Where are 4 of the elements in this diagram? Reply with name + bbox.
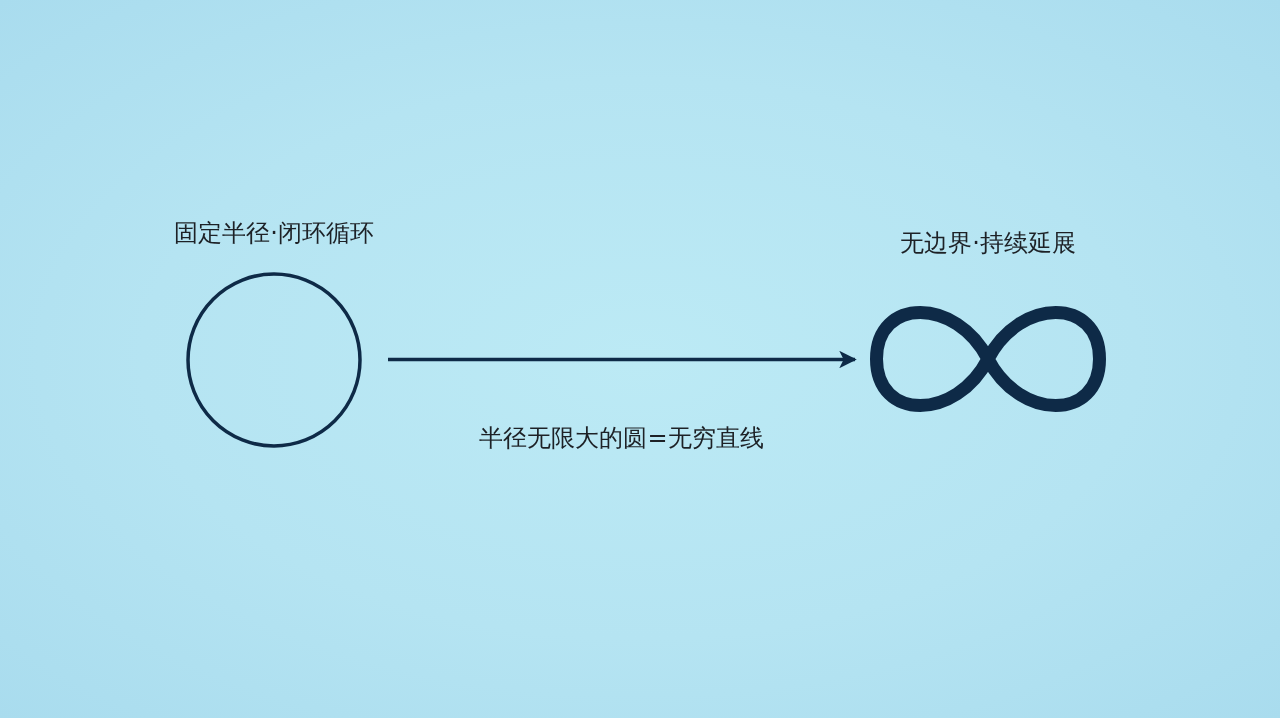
edge-label: 半径无限大的圆=无穷直线	[479, 422, 764, 453]
shape-caption: 无边界·持续延展	[900, 228, 1076, 258]
shape-caption: 固定半径·闭环循环	[174, 218, 374, 248]
arrow	[388, 350, 857, 369]
